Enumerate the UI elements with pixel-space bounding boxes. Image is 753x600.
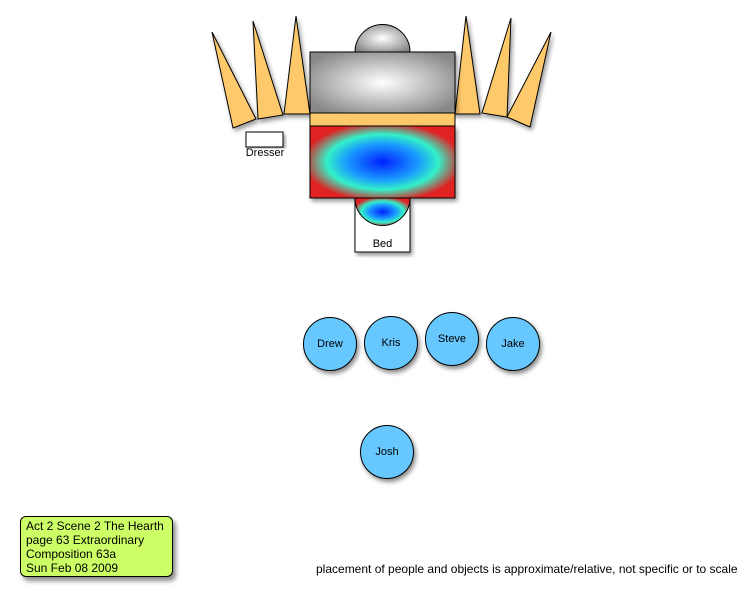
note-line: Composition 63a <box>26 547 117 561</box>
person-drew[interactable]: Drew <box>303 317 357 371</box>
hearth-grey-block <box>309 51 456 114</box>
bed-pillow <box>354 197 411 226</box>
spike-right-2 <box>481 17 512 118</box>
note-line: Sun Feb 08 2009 <box>26 561 119 575</box>
dresser <box>245 131 284 148</box>
hearth-band <box>309 112 456 127</box>
person-steve[interactable]: Steve <box>425 312 479 366</box>
note-line: page 63 Extraordinary <box>26 533 145 547</box>
hearth-dome <box>354 24 411 53</box>
bed-label: Bed <box>372 238 393 250</box>
person-kris[interactable]: Kris <box>364 316 418 370</box>
spike-left-3 <box>283 15 311 115</box>
spike-right-3 <box>506 31 552 128</box>
spike-left-1 <box>211 31 257 129</box>
note-line: Act 2 Scene 2 The Hearth <box>26 519 164 533</box>
scene-note: Act 2 Scene 2 The Hearth page 63 Extraor… <box>20 516 173 577</box>
person-josh[interactable]: Josh <box>360 425 414 479</box>
spike-right-1 <box>454 15 481 115</box>
caption: placement of people and objects is appro… <box>316 562 738 576</box>
dresser-label: Dresser <box>245 147 285 159</box>
spike-left-2 <box>252 20 284 120</box>
person-jake[interactable]: Jake <box>486 317 540 371</box>
hearth-fire-block <box>309 125 456 199</box>
